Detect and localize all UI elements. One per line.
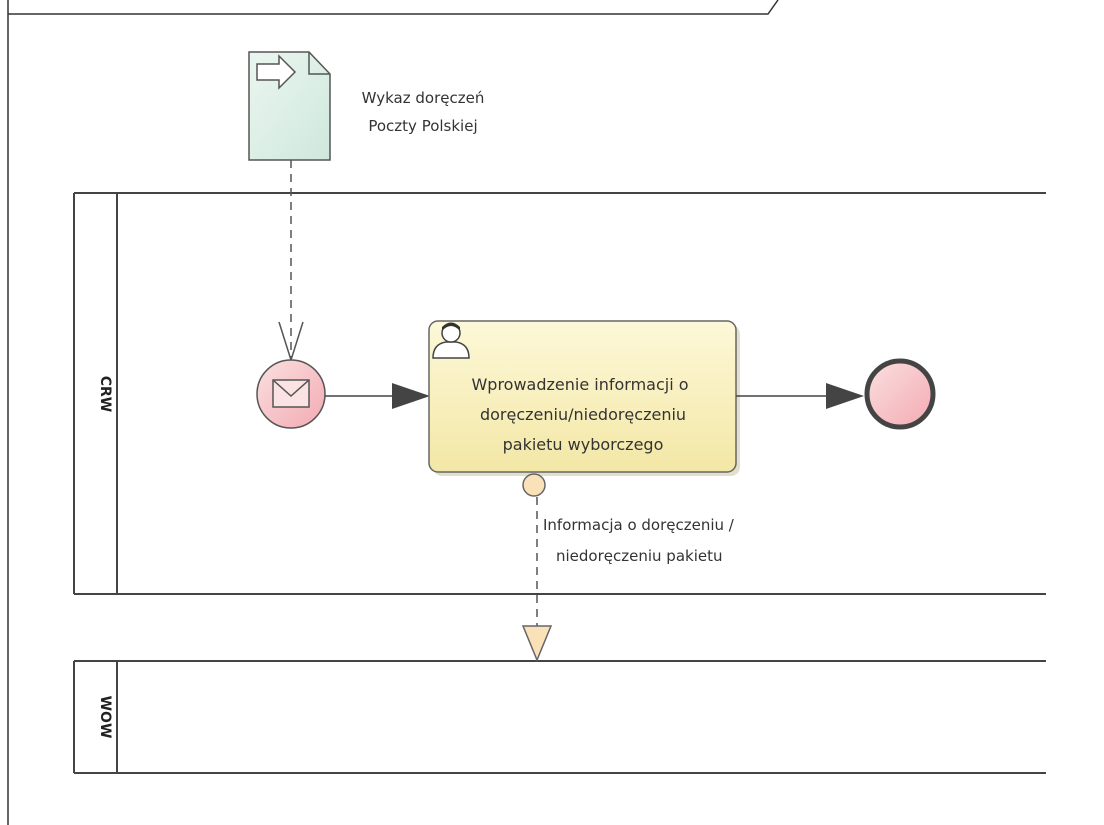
diagram-frame	[7, 0, 779, 825]
lane-wow: WOW	[73, 660, 1046, 774]
envelope-icon	[272, 379, 310, 408]
input-arrow-icon	[256, 54, 297, 90]
message-flow-label-line2: niedoręczeniu pakietu	[556, 547, 722, 565]
sequence-flow-start-to-task	[325, 383, 430, 409]
end-event[interactable]	[864, 358, 936, 430]
message-flow	[521, 473, 553, 662]
data-object-label-line2: Poczty Polskiej	[368, 117, 477, 135]
user-icon	[432, 322, 470, 359]
user-task[interactable]: Wprowadzenie informacji o doręczeniu/nie…	[428, 320, 740, 476]
message-flow-label-line1: Informacja o doręczeniu /	[543, 516, 735, 534]
task-label-line1: Wprowadzenie informacji o	[471, 375, 688, 394]
lane-label-wow: WOW	[97, 696, 113, 739]
message-flow-target-marker	[521, 625, 553, 662]
sequence-flow-task-to-end	[736, 383, 864, 409]
lane-crw: CRW	[73, 192, 1046, 595]
data-object-label-line1: Wykaz doręczeń	[362, 89, 485, 107]
lane-label-crw: CRW	[97, 376, 113, 413]
data-object-input[interactable]	[248, 51, 331, 161]
task-label-line2: doręczeniu/niedoręczeniu	[480, 405, 686, 424]
task-label-line3: pakietu wyborczego	[503, 435, 664, 454]
data-association	[278, 160, 304, 363]
message-flow-source-marker	[522, 473, 546, 497]
start-message-event[interactable]	[256, 359, 326, 429]
